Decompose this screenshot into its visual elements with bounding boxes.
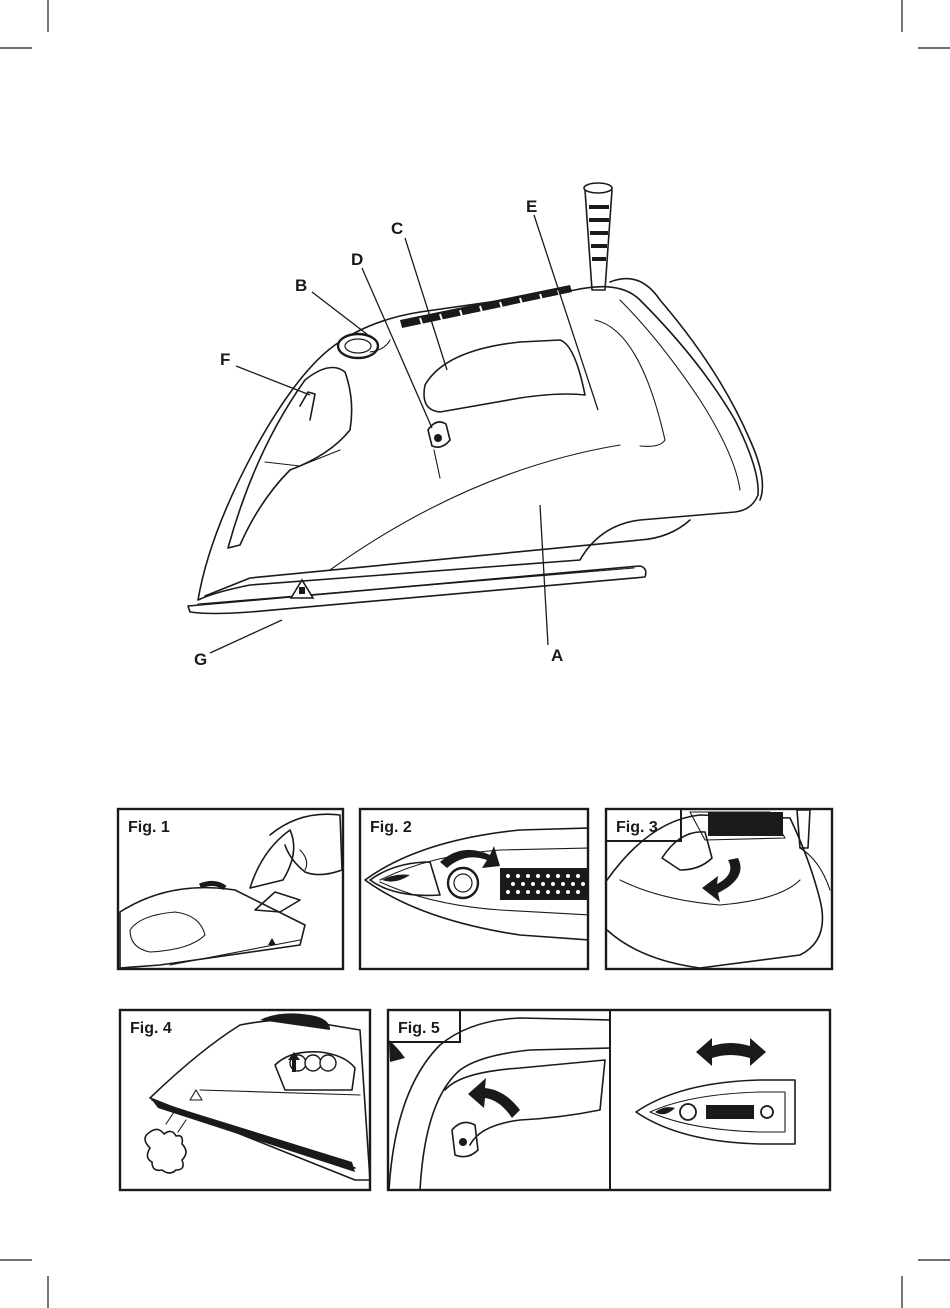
fig5-label: Fig. 5 xyxy=(398,1020,440,1037)
label-part-c: C xyxy=(391,219,403,238)
water-window xyxy=(228,368,352,549)
fig2-label: Fig. 2 xyxy=(370,819,412,836)
fig1-label: Fig. 1 xyxy=(128,819,170,836)
label-part-b: B xyxy=(295,276,307,295)
fig3-label: Fig. 3 xyxy=(616,819,658,836)
label-part-d: D xyxy=(351,250,363,269)
label-part-e: E xyxy=(526,197,537,216)
cord-guard xyxy=(584,183,612,290)
label-part-f: F xyxy=(220,350,230,369)
label-part-g: G xyxy=(194,650,207,669)
figure-2: Fig. 2 xyxy=(360,809,590,969)
figure-5: Fig. 5 xyxy=(388,1010,830,1190)
label-part-a: A xyxy=(551,646,563,665)
handle-opening xyxy=(424,340,585,412)
iron-body xyxy=(198,287,758,600)
fig4-label: Fig. 4 xyxy=(130,1020,172,1037)
figure-4: Fig. 4 xyxy=(120,1010,370,1190)
figure-1: Fig. 1 xyxy=(118,809,343,969)
top-vents xyxy=(400,285,572,328)
temperature-dial xyxy=(338,334,390,358)
steam-iron-illustration xyxy=(188,183,762,614)
steam-control-knob xyxy=(428,422,450,478)
figure-3: Fig. 3 xyxy=(606,809,832,969)
spray-nozzle xyxy=(300,392,315,420)
